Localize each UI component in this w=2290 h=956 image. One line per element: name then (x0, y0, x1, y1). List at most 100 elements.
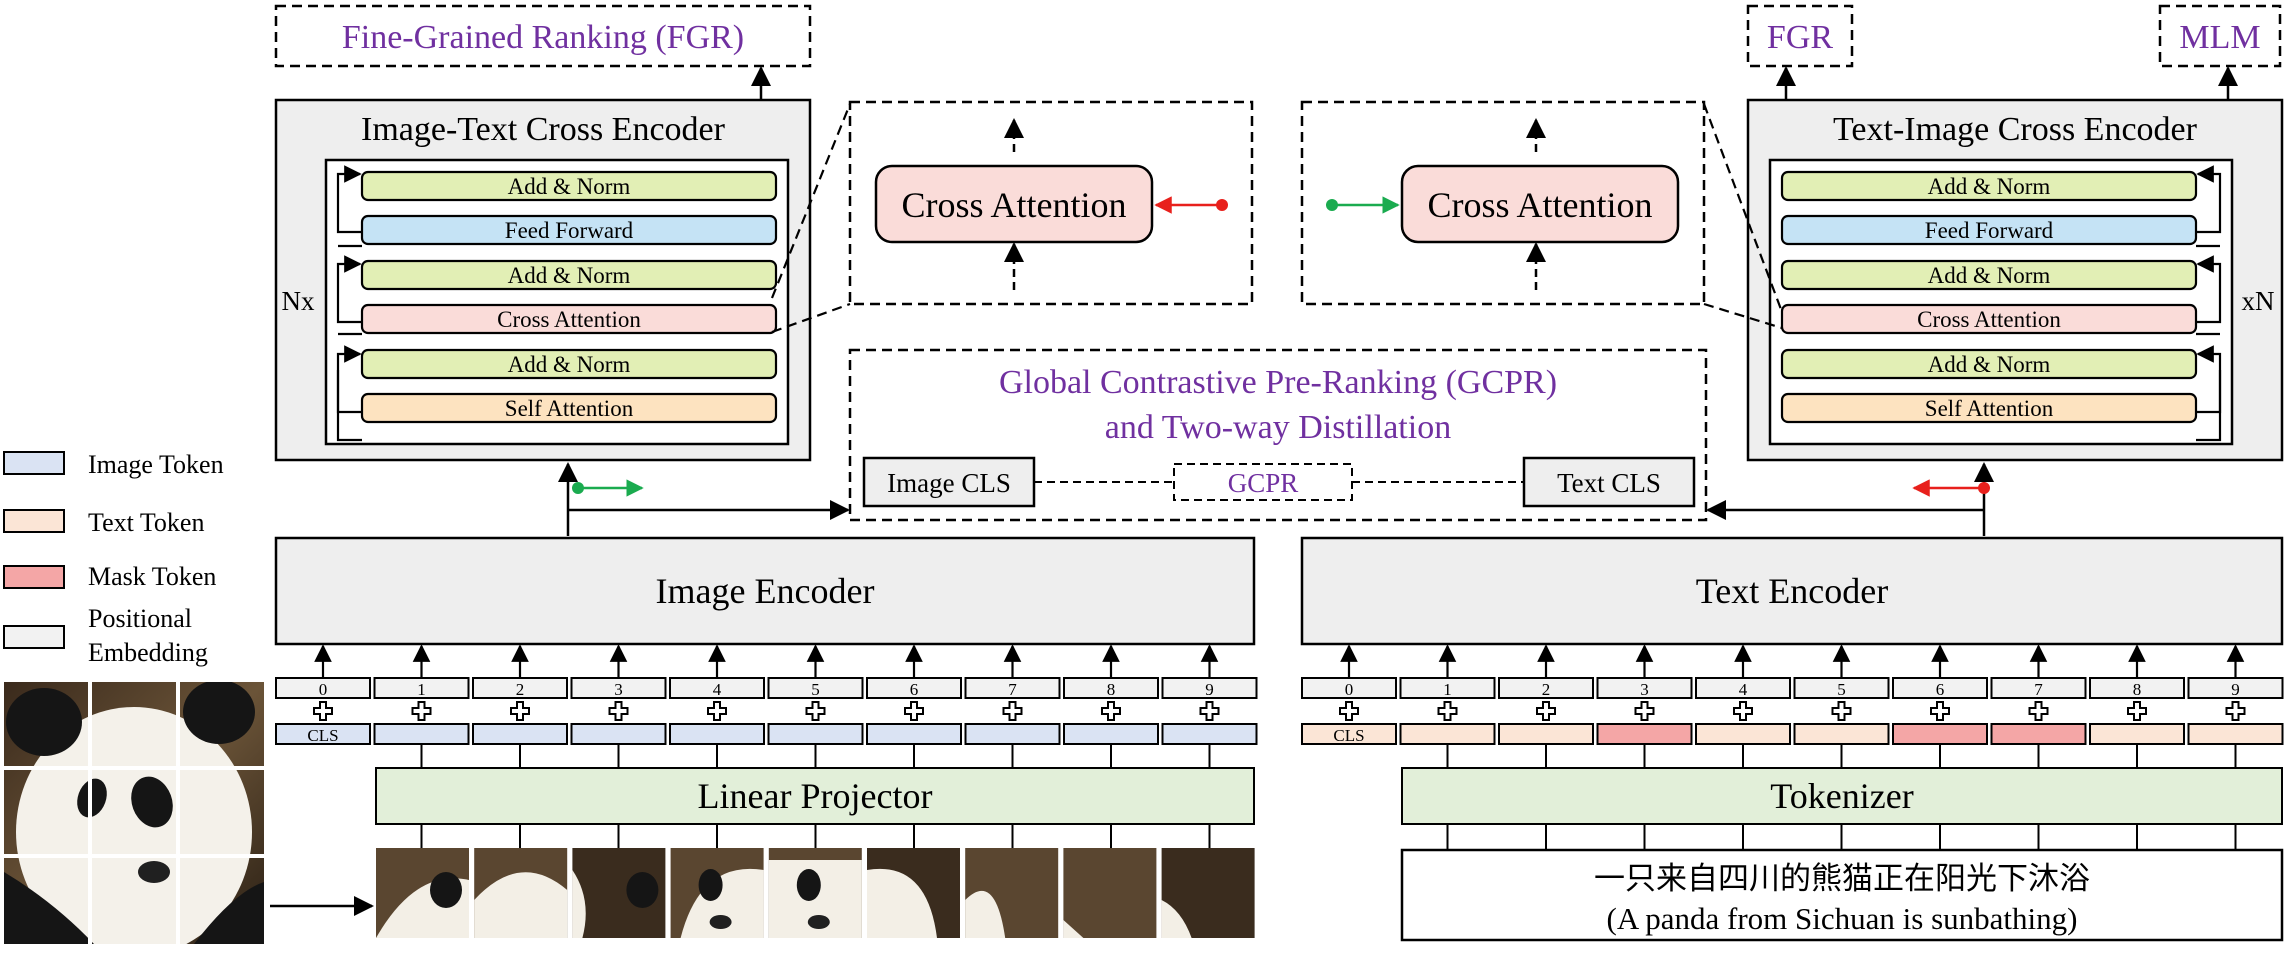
plus-icon (1733, 701, 1753, 721)
text-token-col-3: 3 (1596, 644, 1693, 850)
plus-icon (1199, 701, 1220, 721)
left-layer-label-4: Add & Norm (508, 352, 631, 377)
image-patch-8 (1063, 848, 1157, 938)
left-repeat-label: Nx (282, 286, 315, 316)
svg-text:Image Encoder: Image Encoder (656, 571, 875, 611)
image-patch-3 (572, 848, 666, 938)
image-text-cross-encoder: Image-Text Cross Encoder Nx Add & NormFe… (274, 98, 812, 462)
left-layer-5: Self Attention (360, 392, 778, 424)
image-position-6: 6 (910, 680, 919, 699)
right-layer-4: Add & Norm (1780, 348, 2198, 380)
text-token-col-1: 1 (1399, 644, 1496, 850)
image-encoder: Image Encoder (274, 536, 1256, 646)
plus-icon (2028, 701, 2049, 721)
chinese-caption: 一只来自四川的熊猫正在阳光下沐浴 (1594, 861, 2090, 897)
image-position-0: 0 (319, 680, 328, 699)
left-layer-label-3: Cross Attention (497, 307, 641, 332)
svg-text:Tokenizer: Tokenizer (1770, 776, 1913, 816)
tokenizer: Tokenizer (1401, 767, 2283, 825)
right-encoder-title: Text-Image Cross Encoder (1833, 111, 2198, 148)
english-caption: (A panda from Sichuan is sunbathing) (1607, 901, 2078, 936)
panda-source-image (4, 682, 264, 944)
svg-text:Fine-Grained Ranking (FGR): Fine-Grained Ranking (FGR) (342, 19, 744, 56)
gcpr-box: Global Contrastive Pre-Ranking (GCPR) an… (848, 348, 1708, 522)
plus-icon (1101, 701, 1121, 721)
plus-icon (707, 701, 727, 721)
left-layer-4: Add & Norm (360, 348, 778, 380)
plus-icon (805, 701, 826, 721)
plus-icon (1002, 701, 1023, 721)
right-layer-3: Cross Attention (1780, 303, 2198, 335)
image-cls-token-label: CLS (307, 726, 338, 745)
legend-image-swatch (3, 451, 65, 475)
text-position-1: 1 (1443, 680, 1452, 699)
left-layer-2: Add & Norm (360, 259, 778, 291)
text-position-8: 8 (2133, 680, 2142, 699)
plus-icon (411, 701, 432, 721)
text-token-col-9: 9 (2187, 644, 2284, 850)
right-layer-label-0: Add & Norm (1928, 174, 2051, 199)
plus-icon (1634, 701, 1655, 721)
text-token-col-7: 7 (1990, 644, 2087, 850)
plus-icon (608, 701, 629, 721)
legend-mask-token: Mask Token (88, 562, 216, 591)
image-position-3: 3 (614, 680, 623, 699)
fgr-left-label: Fine-Grained Ranking (FGR) (274, 4, 812, 68)
legend-embedding: Embedding (88, 638, 208, 667)
image-position-7: 7 (1008, 680, 1017, 699)
text-cls-label: Text CLS (1557, 468, 1661, 498)
plus-icon (510, 701, 530, 721)
image-patch-6 (867, 848, 960, 938)
left-layer-label-2: Add & Norm (508, 263, 631, 288)
legend-positional-swatch (3, 625, 65, 649)
left-layer-0: Add & Norm (360, 170, 778, 202)
image-token-col-4: 4 (669, 644, 765, 848)
image-patch-9 (1161, 848, 1255, 938)
left-layer-label-1: Feed Forward (505, 218, 634, 243)
plus-icon (1437, 701, 1458, 721)
image-token-col-8: 8 (1063, 644, 1159, 848)
left-layer-1: Feed Forward (360, 214, 778, 246)
mlm-label: MLM (2158, 4, 2282, 68)
image-position-2: 2 (516, 680, 525, 699)
text-cls-token-label: CLS (1333, 726, 1364, 745)
image-token-col-3: 3 (570, 644, 667, 848)
svg-text:Text Encoder: Text Encoder (1696, 571, 1888, 611)
text-token-col-5: 5 (1793, 644, 1890, 850)
text-token-col-2: 2 (1498, 644, 1594, 850)
legend-text-token: Text Token (88, 508, 204, 537)
text-position-0: 0 (1345, 680, 1354, 699)
image-patch-7 (965, 848, 1059, 938)
right-layer-0: Add & Norm (1780, 170, 2198, 202)
text-position-7: 7 (2034, 680, 2043, 699)
text-position-6: 6 (1936, 680, 1945, 699)
image-patch-5 (768, 848, 862, 938)
text-position-3: 3 (1640, 680, 1649, 699)
right-layer-label-5: Self Attention (1925, 396, 2054, 421)
linear-projector: Linear Projector (375, 767, 1255, 825)
legend-mask-swatch (3, 565, 65, 589)
image-token-col-1: 1 (373, 644, 470, 848)
text-token-col-6: 6 (1892, 644, 1988, 850)
text-token-col-4: 4 (1695, 644, 1791, 850)
right-layer-label-2: Add & Norm (1928, 263, 2051, 288)
plus-icon (1831, 701, 1852, 721)
gcpr-subtitle: and Two-way Distillation (1105, 409, 1451, 446)
svg-text:FGR: FGR (1767, 19, 1833, 56)
cross-attention-zoom-left: Cross Attention (848, 100, 1254, 306)
left-encoder-title: Image-Text Cross Encoder (361, 111, 726, 148)
text-position-2: 2 (1542, 680, 1551, 699)
image-patch-strip (376, 848, 1255, 938)
right-layer-5: Self Attention (1780, 392, 2198, 424)
plus-icon (2225, 701, 2246, 721)
image-patch-4 (670, 848, 764, 938)
legend-text-swatch (3, 509, 65, 533)
image-token-col-5: 5 (767, 644, 864, 848)
fgr-right-label: FGR (1746, 4, 1854, 68)
plus-icon (2127, 701, 2147, 721)
